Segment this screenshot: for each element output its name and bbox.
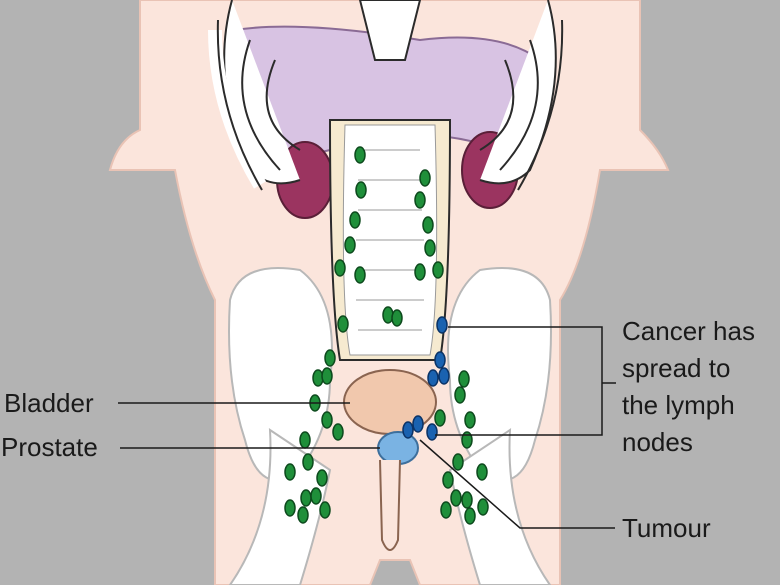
label-spread-line2: spread to — [622, 353, 730, 383]
lymph-nodes-cancer — [402, 316, 450, 441]
label-prostate: Prostate — [1, 432, 98, 462]
label-tumour: Tumour — [622, 513, 711, 543]
prostate-organ — [377, 431, 419, 465]
label-spread-line3: the lymph — [622, 390, 735, 420]
urethra — [379, 459, 401, 551]
lymph-nodes-normal — [284, 146, 489, 525]
label-spread-line1: Cancer has — [622, 316, 755, 346]
label-bladder: Bladder — [4, 388, 94, 418]
label-spread-line4: nodes — [622, 427, 693, 457]
rib-cage — [208, 0, 564, 191]
leader-lines — [118, 326, 616, 529]
